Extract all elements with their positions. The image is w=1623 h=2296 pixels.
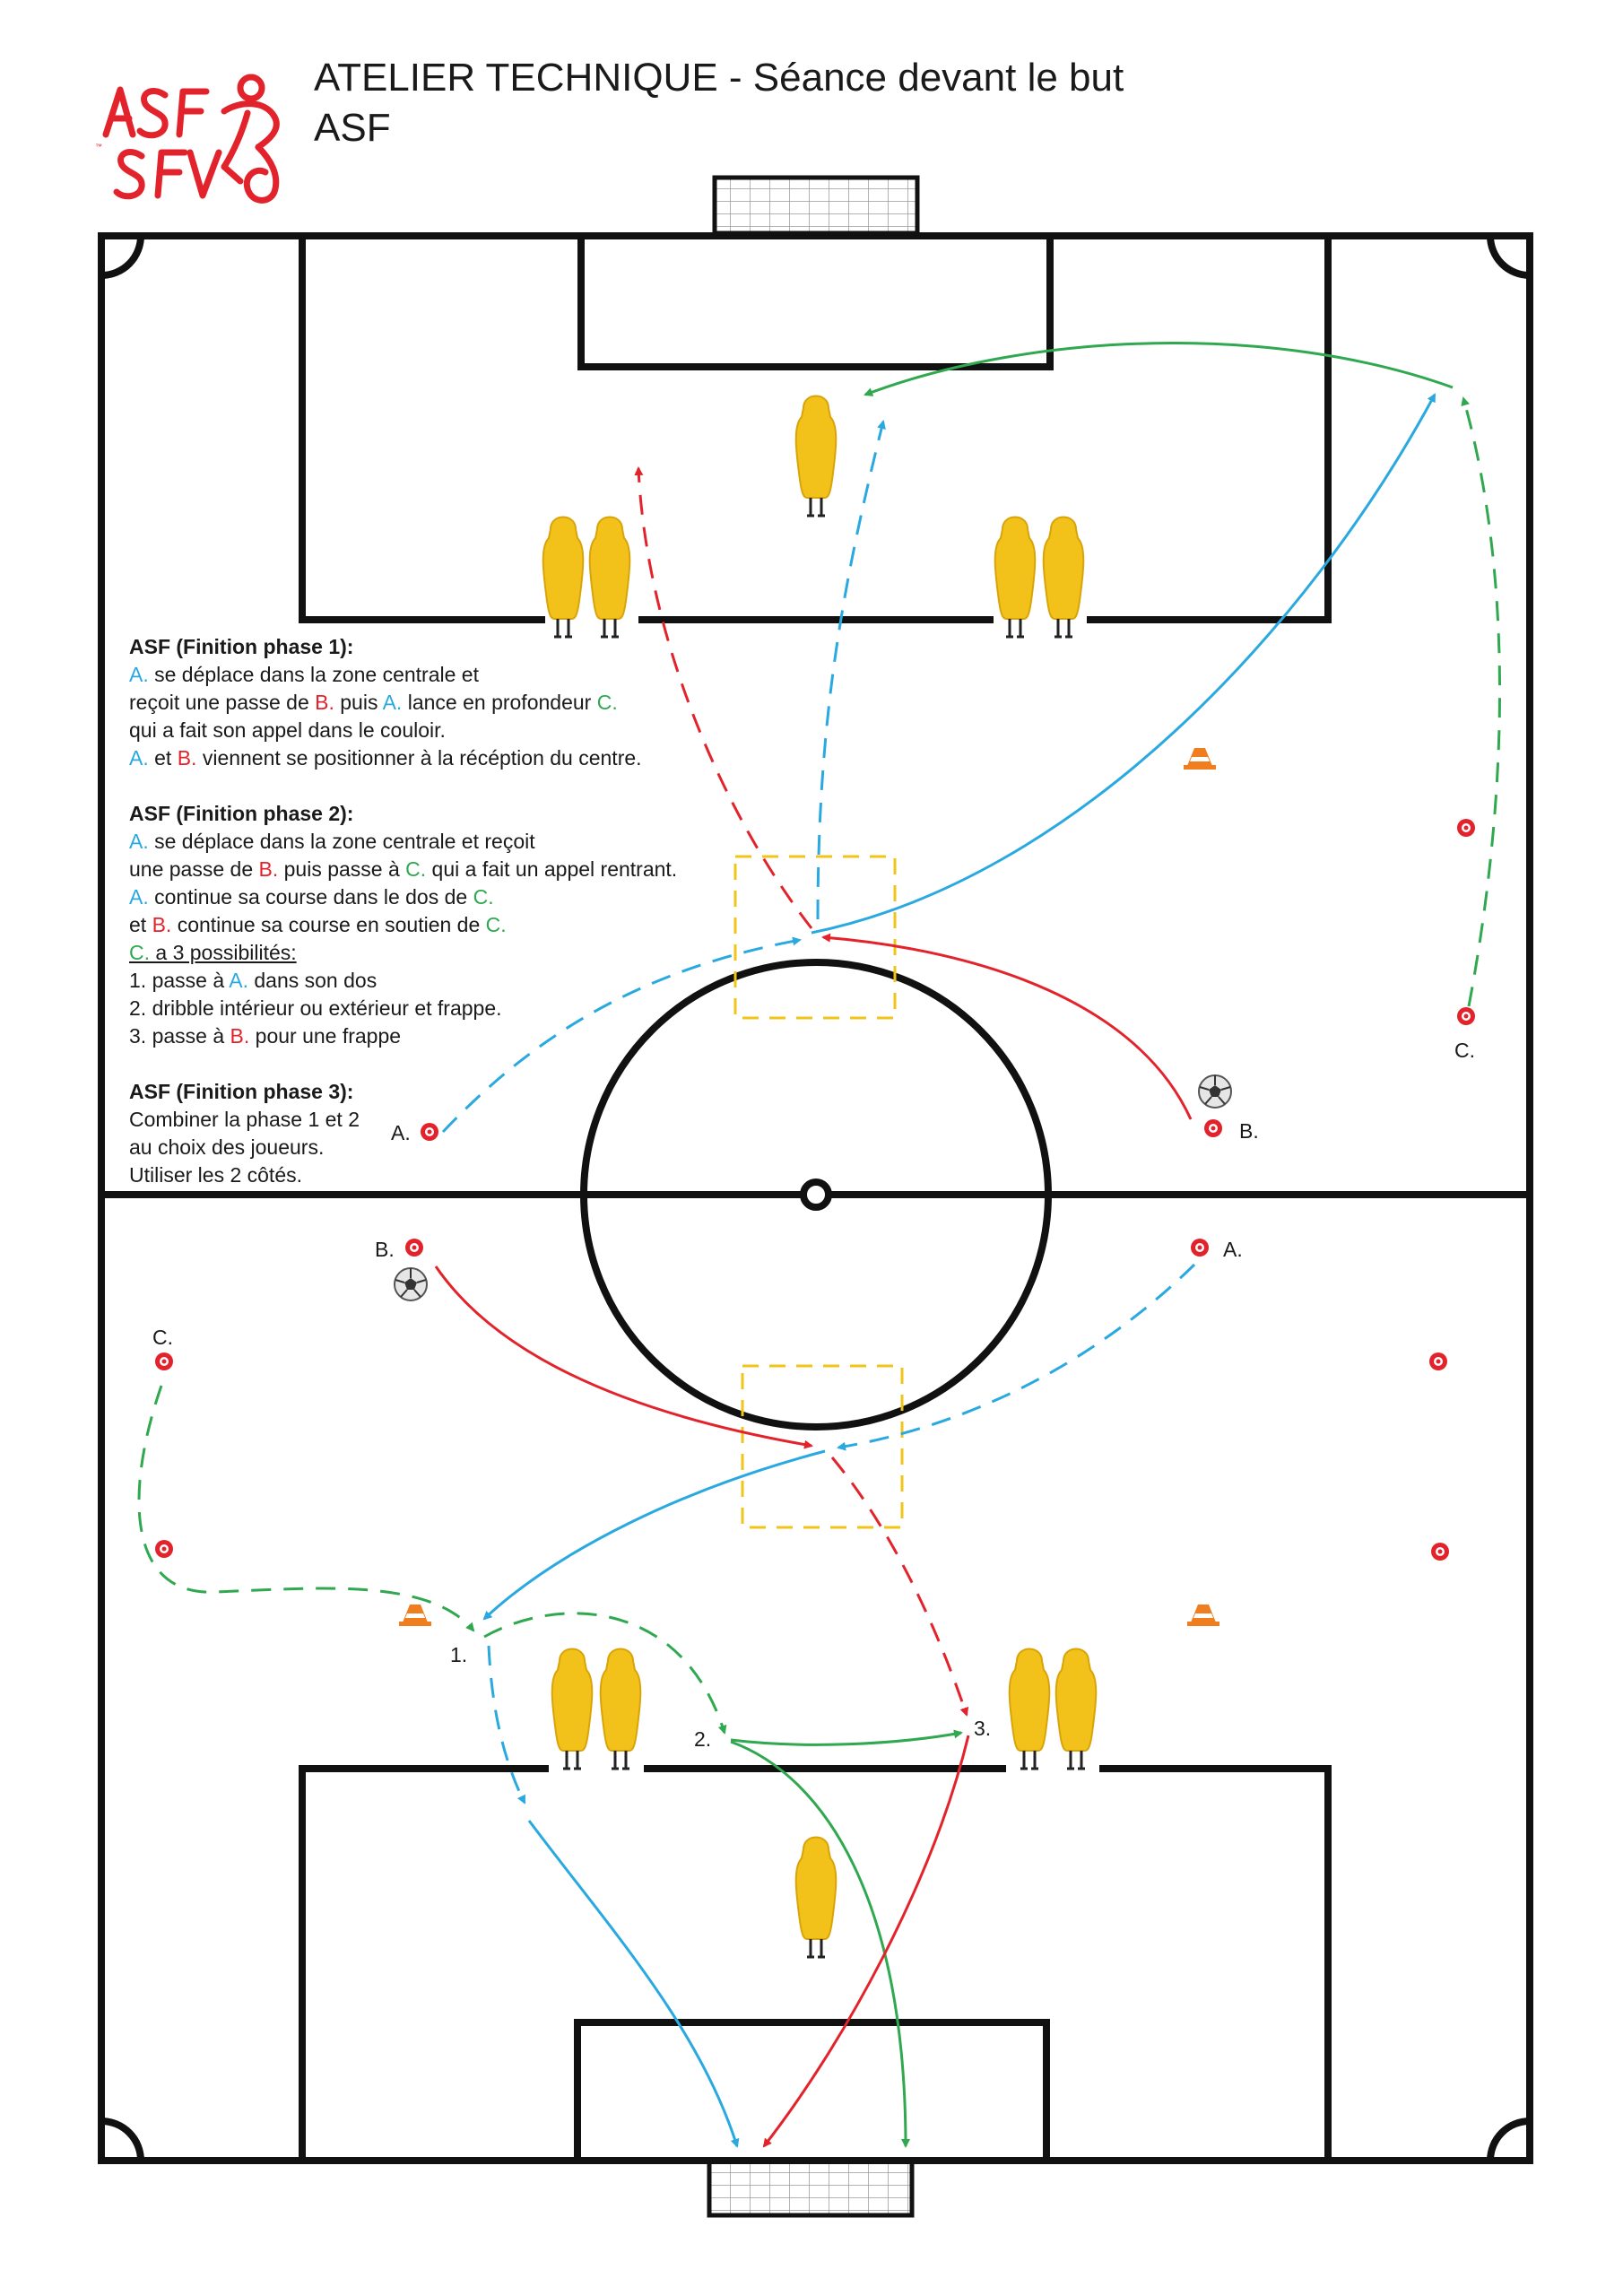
mannequin [1055,1648,1098,1770]
label-A-top: A. [391,1121,411,1144]
label-C-bottom: C. [152,1326,173,1349]
svg-text:™: ™ [95,143,102,151]
path-run-option-1-down [487,1645,526,1805]
path-run-A-top [441,936,802,1134]
path-cross-C [864,342,1454,396]
top-goal-area [577,232,1054,370]
player-marker-C-bottom [155,1352,173,1370]
phase-2-line: 1. passe à A. dans son dos [129,969,378,992]
cone-icon [399,1605,431,1626]
cone-icon [1184,748,1216,770]
path-shot-option-1 [527,1820,740,2148]
path-run-A-bottom [837,1263,1196,1451]
center-circle [580,959,1052,1431]
phase-2-line: 2. dribble intérieur ou extérieur et fra… [129,996,502,1020]
phase-2-line: C. a 3 possibilités: [129,941,297,964]
page-subtitle: ASF [314,106,391,150]
phase-3-line: Utiliser les 2 côtés. [129,1163,303,1187]
top-goal-net [712,175,920,236]
exercise-instructions: ASF (Finition phase 1): A. se déplace da… [129,633,739,1189]
mannequin [1008,1648,1051,1770]
phase-1-line: reçoit une passe de B. puis A. lance en … [129,691,618,714]
central-zone-top [733,855,897,1020]
label-C-top: C. [1454,1039,1475,1062]
player-marker-A-bottom [1191,1239,1209,1257]
label-option-1: 1. [450,1643,468,1666]
asf-sfv-logo-icon: ™ [95,74,280,204]
corner-arc [100,2118,144,2161]
path-shot-option-3 [762,1735,970,2148]
mannequin-goalkeeper-bottom [794,1836,838,1959]
phase-1-title: ASF (Finition phase 1): [129,635,354,658]
phase-2-title: ASF (Finition phase 2): [129,802,354,825]
phase-2-line: A. continue sa course dans le dos de C. [129,885,494,909]
phase-3-title: ASF (Finition phase 3): [129,1080,354,1103]
player-marker [1429,1352,1447,1370]
path-run-C-bottom [137,1385,475,1632]
cone-icon [1187,1605,1219,1626]
phase-3-line: au choix des joueurs. [129,1135,325,1159]
path-pass-B-bottom [434,1265,813,1449]
phase-2-line: 3. passe à B. pour une frappe [129,1024,402,1048]
path-run-C-top [1461,396,1502,1007]
player-marker [1431,1543,1449,1561]
phase-1-line: qui a fait son appel dans le couloir. [129,718,446,742]
mannequin-goalkeeper-top [794,395,838,517]
path-pass-option-2-to-3 [730,1729,963,1746]
mannequin [551,1648,594,1770]
page-title: ATELIER TECHNIQUE - Séance devant le but [314,56,1124,100]
corner-arc [1487,235,1531,279]
player-marker-B-bottom [405,1239,423,1257]
corner-arc [1487,2118,1531,2161]
player-marker-B-top [1204,1119,1222,1137]
central-zone-bottom [741,1364,904,1529]
path-run-A-to-goal [816,420,886,920]
phase-2-line: et B. continue sa course en soutien de C… [129,913,507,936]
path-through-ball-A-to-C [811,393,1436,935]
path-shot-option-2 [730,1740,910,2148]
phase-2-line: A. se déplace dans la zone centrale et r… [129,830,535,853]
label-option-3: 3. [974,1717,992,1740]
ball-icon [394,1267,428,1301]
bottom-penalty-area [299,1765,1332,2164]
label-A-bottom: A. [1223,1238,1243,1261]
label-B-bottom: B. [375,1238,395,1261]
path-pass-to-option-1 [482,1449,826,1621]
bottom-goal-net [707,2157,915,2218]
path-run-B-to-option-3 [830,1457,969,1717]
ball-icon [1198,1074,1232,1109]
path-run-B-top [634,466,813,929]
path-pass-B-to-A-top [821,933,1193,1120]
mannequin [599,1648,642,1770]
player-marker-C-top [1457,1007,1475,1025]
center-spot [800,1178,832,1211]
phase-1-line: A. se déplace dans la zone centrale et [129,663,479,686]
bottom-goal-area [574,2019,1050,2164]
corner-arc [100,235,144,279]
phase-1-line: A. et B. viennent se positionner à la ré… [129,746,642,770]
phase-3-line: Combiner la phase 1 et 2 [129,1108,360,1131]
label-option-2: 2. [694,1727,712,1751]
label-B-top: B. [1239,1119,1259,1143]
player-marker [155,1540,173,1558]
player-marker [1457,819,1475,837]
phase-2-line: une passe de B. puis passe à C. qui a fa… [129,857,678,881]
path-dribble-to-option-2 [483,1612,727,1735]
